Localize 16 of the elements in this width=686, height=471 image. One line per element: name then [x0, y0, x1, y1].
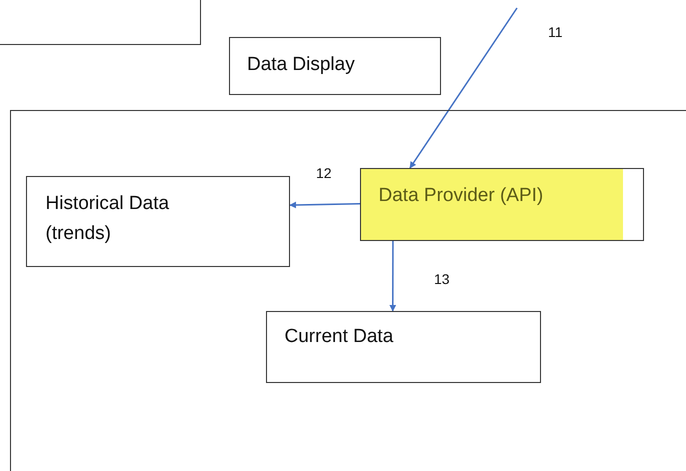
arrow	[289, 202, 360, 208]
edge-label: 13	[432, 271, 452, 287]
arrow	[409, 8, 518, 169]
box-label: Data Display	[247, 53, 355, 77]
edge-label: 12	[314, 165, 334, 181]
box-label: Current Data	[284, 324, 394, 348]
process-box	[229, 37, 441, 95]
process-box	[360, 168, 644, 240]
arrow	[389, 241, 396, 312]
partial-box	[0, 0, 201, 45]
process-box	[26, 176, 290, 266]
container-box	[10, 110, 686, 471]
edge-label: 11	[546, 24, 565, 40]
box-label: Data Provider (API)	[378, 184, 544, 208]
process-box	[266, 310, 540, 382]
box-label: Historical Data (trends)	[46, 192, 170, 246]
